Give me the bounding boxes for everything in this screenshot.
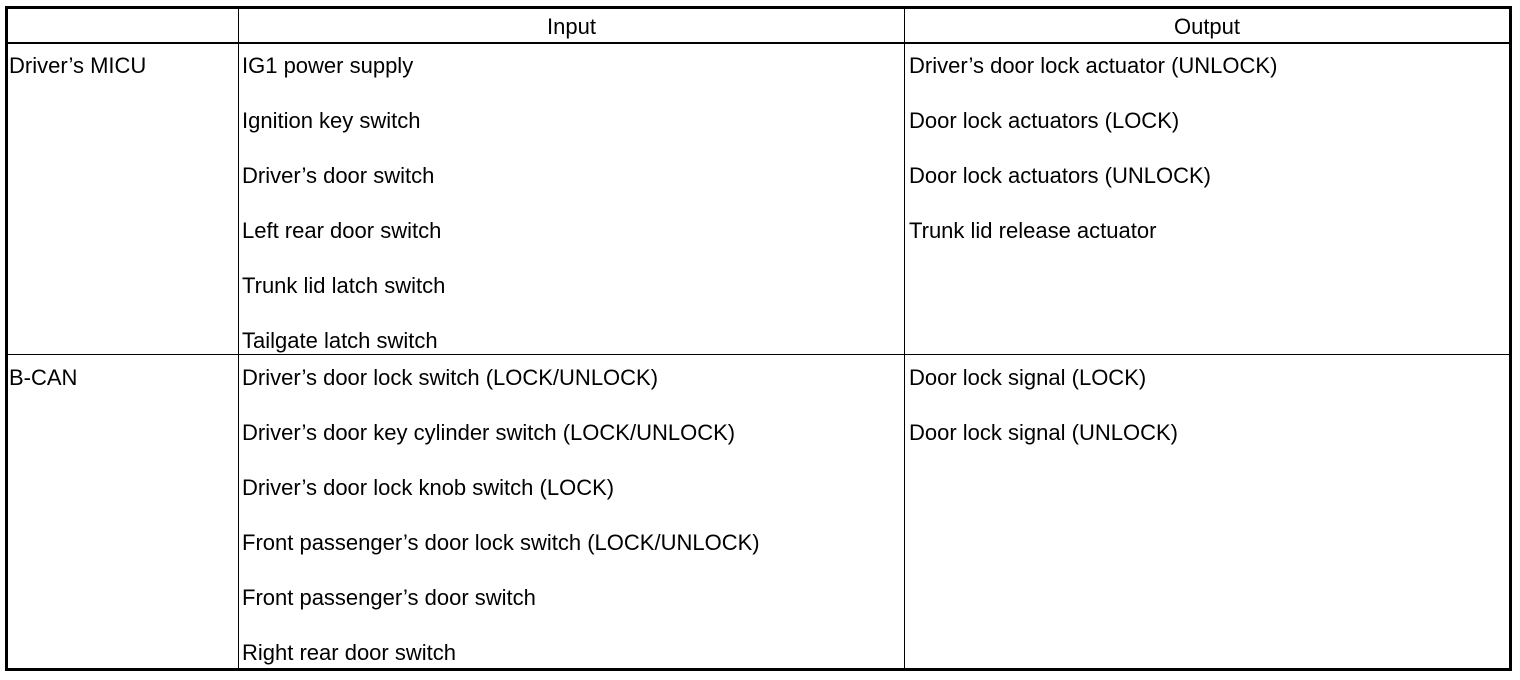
output-item: Door lock signal (LOCK) — [909, 365, 1147, 390]
header-empty-cell — [8, 9, 238, 41]
column-divider — [238, 9, 239, 668]
input-item: IG1 power supply — [242, 53, 414, 78]
input-item: Right rear door switch — [242, 640, 456, 665]
input-item: Front passenger’s door switch — [242, 585, 536, 610]
row-divider — [8, 354, 1509, 355]
output-item: Trunk lid release actuator — [909, 218, 1157, 243]
b-can-inputs: Driver’s door lock switch (LOCK/UNLOCK) … — [242, 350, 760, 680]
row-label-b-can: B-CAN — [9, 365, 78, 390]
header-output: Output — [1173, 14, 1241, 39]
header-input: Input — [547, 14, 596, 39]
output-item: Door lock actuators (LOCK) — [909, 108, 1180, 133]
drivers-micu-outputs: Driver’s door lock actuator (UNLOCK) Doo… — [909, 38, 1277, 258]
output-item: Driver’s door lock actuator (UNLOCK) — [909, 53, 1278, 78]
input-item: Ignition key switch — [242, 108, 421, 133]
row-label-drivers-micu: Driver’s MICU — [9, 53, 147, 78]
input-item: Driver’s door switch — [242, 163, 435, 188]
output-item: Door lock signal (UNLOCK) — [909, 420, 1178, 445]
input-item: Driver’s door lock switch (LOCK/UNLOCK) — [242, 365, 659, 390]
input-output-table: Input Output Driver’s MICU IG1 power sup… — [5, 6, 1512, 671]
input-item: Tailgate latch switch — [242, 328, 438, 353]
input-item: Trunk lid latch switch — [242, 273, 446, 298]
b-can-outputs: Door lock signal (LOCK) Door lock signal… — [909, 350, 1178, 460]
input-item: Driver’s door lock knob switch (LOCK) — [242, 475, 615, 500]
input-item: Driver’s door key cylinder switch (LOCK/… — [242, 420, 736, 445]
column-divider — [904, 9, 905, 668]
output-item: Door lock actuators (UNLOCK) — [909, 163, 1211, 188]
input-item: Front passenger’s door lock switch (LOCK… — [242, 530, 760, 555]
header-divider — [8, 42, 1509, 44]
input-item: Left rear door switch — [242, 218, 442, 243]
drivers-micu-inputs: IG1 power supply Ignition key switch Dri… — [242, 38, 445, 368]
